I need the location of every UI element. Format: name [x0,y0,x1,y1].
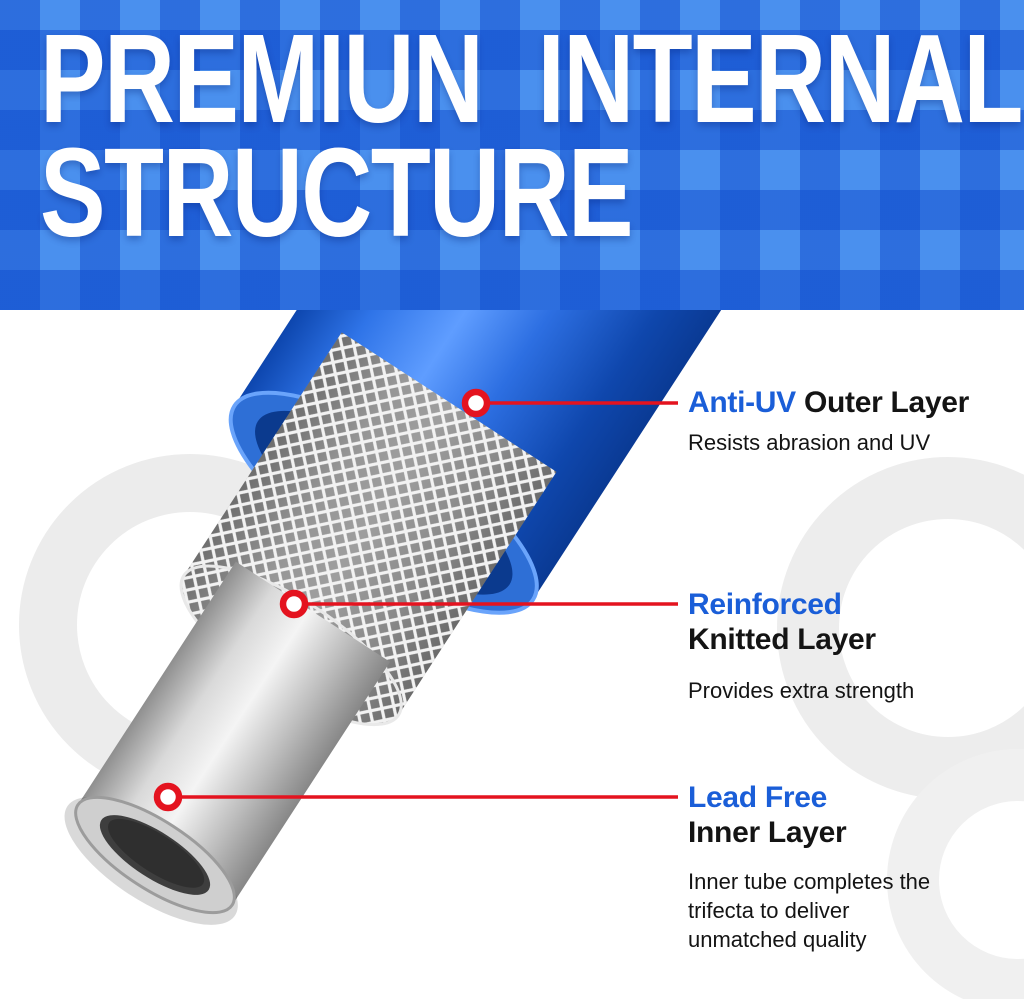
header-banner: PREMIUN INTERNAL STRUCTURE [0,0,1024,310]
callout-inner-layer-title-accent: Lead Free [688,781,828,814]
callout-outer-layer-title-accent: Anti-UV [688,386,796,419]
callout-knitted-layer-title-accent: Reinforced [688,588,842,621]
page-title-line2: STRUCTURE [40,122,634,263]
callout-knitted-layer-title: Reinforced Knitted Layer [688,587,914,657]
callout-inner-layer: Lead Free Inner Layer Inner tube complet… [688,780,950,954]
callout-knitted-layer-description: Provides extra strength [688,678,915,703]
callout-knitted-layer-title-rest: Knitted Layer [688,623,876,656]
callout-inner-layer-title-rest: Inner Layer [688,816,847,849]
callout-inner-layer-title: Lead Free Inner Layer [688,780,950,850]
callout-outer-layer-title-rest: Outer Layer [803,386,970,419]
inner-layer-tube [64,561,391,925]
callout-outer-layer: Anti-UV Outer Layer Resists abrasion and… [688,385,969,457]
callout-inner-layer-description: Inner tube completes the trifecta to del… [688,869,931,952]
page-title: PREMIUN INTERNAL STRUCTURE [40,8,1023,263]
callout-outer-layer-title: Anti-UV Outer Layer [688,385,969,420]
callout-knitted-layer: Reinforced Knitted Layer Provides extra … [688,587,914,705]
page-title-line1: PREMIUN INTERNAL [40,8,1023,149]
callout-outer-layer-description: Resists abrasion and UV [688,430,931,455]
